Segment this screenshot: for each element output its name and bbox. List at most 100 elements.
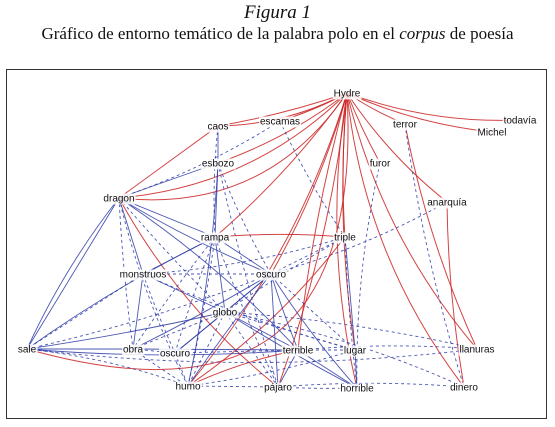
edge-hydre-furor [346,92,381,164]
node-dinero: dinero [449,382,480,394]
edge-anarquia-oscuro1 [270,201,448,275]
edge-esbozo-humo [187,162,219,387]
node-esbozo: esbozo [200,158,236,170]
node-halo-globo [211,307,239,319]
node-halo-anarquia [426,197,469,209]
node-halo-terror [392,119,419,131]
node-label-humo: humo [175,382,200,393]
node-hydre: Hydre [332,88,362,100]
edge-rampa-sale [26,236,216,350]
edge-oscuro1-horrible [270,273,358,389]
node-halo-hydre [332,88,362,100]
edge-oscuro1-pajaro [270,273,279,388]
node-label-monstruos: monstruos [120,270,167,281]
node-halo-escamas [258,116,302,128]
node-layer: HydretodavíaMichelterrorescamascaosesboz… [16,88,538,395]
node-label-esbozo: esbozo [202,159,235,170]
node-halo-michel [476,127,508,139]
node-label-caos: caos [207,122,228,133]
edge-rampa-pajaro [214,236,279,388]
node-furor: furor [368,158,392,170]
edge-obra-terrible [132,348,299,351]
edge-dragon-sale [26,197,120,350]
edge-monstruos-oscuro2 [142,273,176,354]
edge-monstruos-obra [132,273,144,350]
edge-hydre-llanuras [346,92,478,350]
node-label-terrible: terrible [283,346,314,357]
figure-label: Figura 1 [243,2,312,23]
node-halo-furor [368,158,392,170]
node-label-dragon: dragon [103,194,134,205]
node-globo: globo [211,307,239,319]
edge-oscuro1-humo [187,273,272,387]
edge-terror-llanuras [404,123,478,350]
figure-title-start: Gráfico de entorno temático de la palabr… [41,24,400,43]
node-escamas: escamas [258,116,302,128]
node-caos: caos [206,121,230,133]
edge-triple-humo [187,236,346,387]
node-halo-oscuro2 [158,348,192,360]
node-label-dinero: dinero [450,383,478,394]
node-label-sale: sale [18,345,37,356]
edge-dragon-sale [26,197,120,350]
node-halo-esbozo [200,158,236,170]
node-halo-humo [174,381,202,393]
node-halo-terrible [281,345,315,357]
node-horrible: horrible [339,383,376,395]
node-label-horrible: horrible [340,384,374,395]
figure-title: Gráfico de entorno temático de la palabr… [0,24,555,44]
figure-title-end: de poesía [445,24,514,43]
edge-hydre-dragon [118,92,348,201]
node-terrible: terrible [281,345,315,357]
node-pajaro: pájaro [263,382,294,394]
edge-oscuro1-terrible [270,273,299,351]
figure-title-italic: corpus [399,24,446,43]
node-halo-todavia [502,115,538,127]
edge-hydre-todavia [346,92,521,121]
edge-layer [26,92,521,389]
node-halo-triple [333,232,358,244]
edge-globo-dinero [224,311,465,388]
edge-globo-obra [132,311,226,350]
edge-hydre-anarquia [346,92,448,203]
edge-triple-monstruos [142,236,346,275]
edge-oscuro1-sale [26,273,272,350]
edge-globo-llanuras [224,311,478,350]
edge-triple-horrible [344,236,358,389]
edge-dragon-pajaro [118,197,279,388]
edge-globo-lugar [224,311,356,351]
edge-triple-lugar [344,236,356,351]
node-label-triple: triple [334,233,356,244]
edge-esbozo-oscuro1 [217,162,272,275]
node-label-obra: obra [123,345,143,356]
node-sale: sale [16,344,38,356]
edge-hydre-rampa [214,92,348,238]
node-oscuro1: oscuro [254,269,288,281]
node-llanuras: llanuras [458,344,496,356]
edge-humo-lugar [187,349,356,387]
edge-oscuro1-lugar [270,273,356,351]
node-label-anarquia: anarquía [427,198,467,209]
node-halo-pajaro [263,382,294,394]
edge-escamas-triple [279,120,346,238]
node-halo-lugar [342,345,368,357]
edge-terror-dinero [404,123,465,388]
edge-caos-dragon [118,125,219,199]
edge-anarquia-dinero [446,201,465,388]
edge-globo-humo [187,311,226,387]
edge-dragon-terrible [118,197,299,351]
edge-dinero-pajaro [277,382,465,388]
node-triple: triple [333,232,358,244]
edge-hydre-michel [346,92,493,133]
edge-terrible-llanuras [297,345,478,351]
node-todavia: todavía [502,115,538,127]
node-label-pajaro: pájaro [264,383,292,394]
edge-rampa-globo [214,236,226,313]
edge-dragon-humo [118,197,189,387]
node-label-todavia: todavía [504,116,537,127]
edge-hydre-lugar [342,92,356,351]
edge-sale-humo [26,348,189,387]
edge-dragon-monstruos [118,197,144,275]
node-halo-monstruos [118,269,168,281]
edge-hydre-humo [187,92,348,387]
